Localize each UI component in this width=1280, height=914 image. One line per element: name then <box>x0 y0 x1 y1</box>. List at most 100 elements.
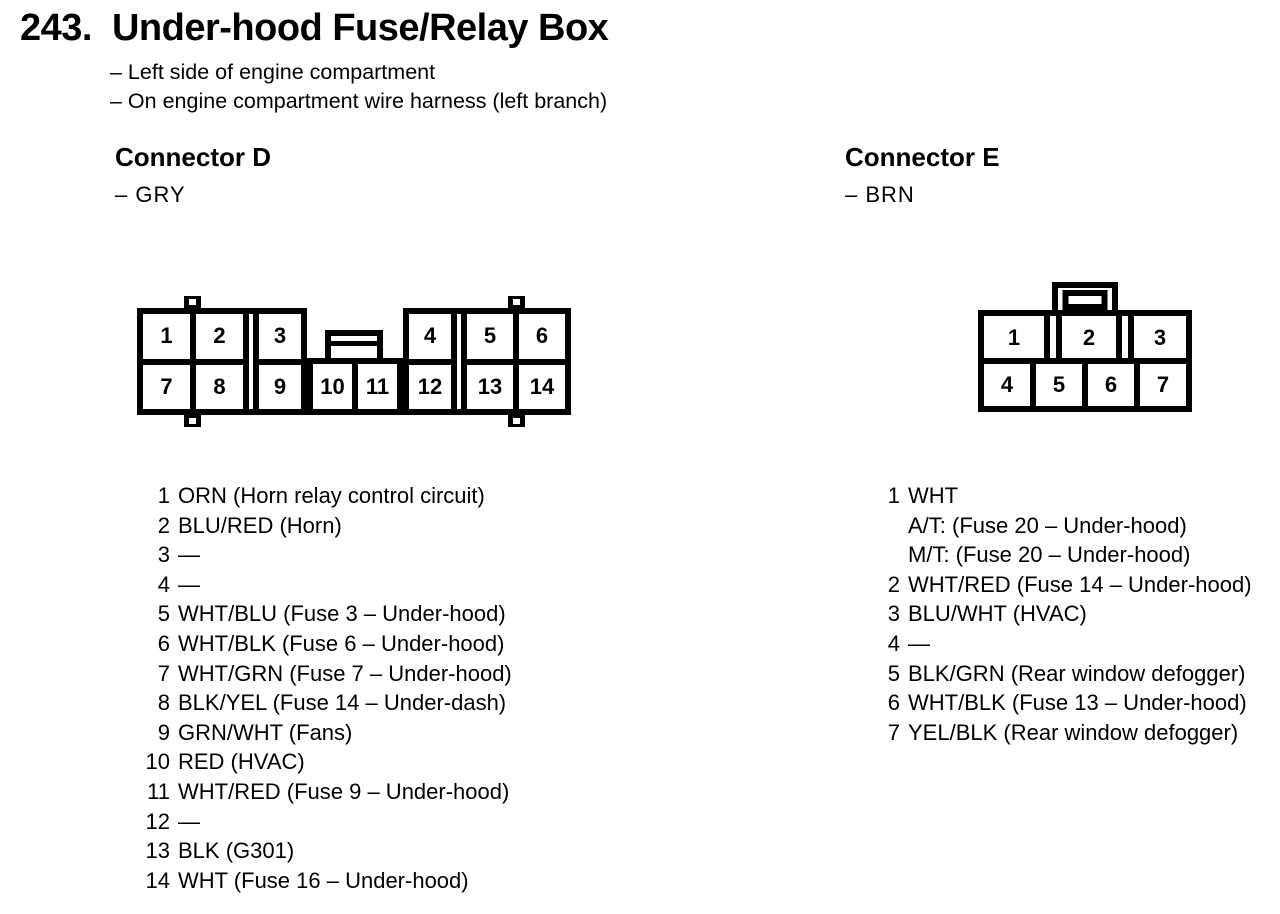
pin-row: 5 BLK/GRN (Rear window defogger) <box>868 659 1252 689</box>
pin-number: 1 <box>887 483 900 508</box>
pin-description: GRN/WHT (Fans) <box>178 719 353 745</box>
latch-bar <box>331 341 377 346</box>
pin-description: BLK/GRN (Rear window defogger) <box>908 660 1246 686</box>
pin-row: 1 ORN (Horn relay control circuit) <box>138 481 512 511</box>
pin-description: RED (HVAC) <box>178 749 305 775</box>
e-cavity-7: 7 <box>1140 364 1186 406</box>
pin-row: 6 WHT/BLK (Fuse 13 – Under-hood) <box>868 688 1252 718</box>
pin-description: WHT/RED (Fuse 14 – Under-hood) <box>908 571 1252 597</box>
pin-row: 11 WHT/RED (Fuse 9 – Under-hood) <box>138 777 512 807</box>
pin-description: ORN (Horn relay control circuit) <box>178 483 485 508</box>
connector-e-block-2: 2 <box>1056 310 1122 366</box>
pin-description: WHT/GRN (Fuse 7 – Under-hood) <box>178 660 512 686</box>
location-line-1: – Left side of engine compartment <box>110 60 436 84</box>
d-cavity-9: 9 <box>259 364 301 409</box>
pin-description: WHT/BLK (Fuse 6 – Under-hood) <box>178 630 505 656</box>
pin-description-line: A/T: (Fuse 20 – Under-hood) <box>908 512 1187 538</box>
e-cavity-5: 5 <box>1036 364 1082 406</box>
e-cavity-4: 4 <box>984 364 1030 406</box>
pin-description: WHT (Fuse 16 – Under-hood) <box>178 867 469 893</box>
pin-row: 12— <box>138 807 512 837</box>
d-cavity-1: 1 <box>143 314 190 359</box>
pin-number: 10 <box>145 749 170 775</box>
pin-number: 13 <box>145 838 170 864</box>
d-cavity-13: 13 <box>467 364 513 409</box>
connector-e-bottom-row: 4 5 6 7 <box>978 358 1192 412</box>
pin-number: 4 <box>887 630 900 656</box>
d-cavity-2: 2 <box>196 314 243 359</box>
location-line-2: – On engine compartment wire harness (le… <box>110 89 608 113</box>
connector-e-block-1: 1 <box>978 310 1050 366</box>
pin-description: YEL/BLK (Rear window defogger) <box>908 719 1239 745</box>
pin-description: WHT/BLK (Fuse 13 – Under-hood) <box>908 690 1247 716</box>
pin-number: 2 <box>887 571 900 597</box>
d-cavity-10: 10 <box>313 364 352 409</box>
latch-inner <box>1062 290 1108 310</box>
pin-description: — <box>178 542 200 568</box>
tab-hole <box>513 418 520 424</box>
pin-number: 7 <box>157 660 170 686</box>
pin-description: BLK/YEL (Fuse 14 – Under-dash) <box>178 690 507 716</box>
pin-description: — <box>908 630 930 656</box>
d-cavity-6: 6 <box>519 314 565 359</box>
tab-hole <box>513 299 520 305</box>
tab-hole <box>189 299 196 305</box>
section-number: 243. <box>20 7 92 49</box>
pin-row: 1 WHT A/T: (Fuse 20 – Under-hood) M/T: (… <box>868 481 1252 570</box>
d-cavity-4: 4 <box>409 314 451 359</box>
pin-number: 2 <box>157 512 170 538</box>
connector-d-pin-list: 1 ORN (Horn relay control circuit) 2 BLU/R… <box>138 481 512 895</box>
pin-number: 1 <box>157 483 170 508</box>
d-cavity-11: 11 <box>358 364 397 409</box>
pin-description: WHT A/T: (Fuse 20 – Under-hood) M/T: (Fu… <box>908 481 1190 570</box>
d-cavity-3: 3 <box>259 314 301 359</box>
pin-description-line: WHT <box>908 483 959 508</box>
pin-description: WHT/RED (Fuse 9 – Under-hood) <box>178 778 510 804</box>
connector-d-latch <box>325 330 383 364</box>
pin-description: — <box>178 808 200 834</box>
pin-row: 6 WHT/BLK (Fuse 6 – Under-hood) <box>138 629 512 659</box>
pin-row: 4— <box>868 629 1252 659</box>
pin-number: 5 <box>157 601 170 627</box>
connector-d-color-label: – GRY <box>115 182 186 207</box>
connector-d-heading: Connector D <box>115 142 271 172</box>
connector-d-block-center: 10 11 <box>307 358 403 415</box>
pin-description: WHT/BLU (Fuse 3 – Under-hood) <box>178 601 506 627</box>
frame-edge <box>978 310 1192 316</box>
connector-e-color-label: – BRN <box>845 182 915 207</box>
tab-hole <box>189 418 196 424</box>
pin-number: 6 <box>157 630 170 656</box>
connector-d-block-mid-left: 3 9 <box>253 308 307 415</box>
pin-number: 5 <box>887 660 900 686</box>
location-note: – Left side of engine compartment – On e… <box>110 58 607 116</box>
pin-number: 6 <box>887 690 900 716</box>
pin-number: 11 <box>147 778 170 804</box>
pin-description: — <box>178 571 200 597</box>
connector-e-heading: Connector E <box>845 142 1000 172</box>
pin-number: 9 <box>157 719 170 745</box>
connector-d-diagram: 1 2 7 8 3 9 10 11 4 12 5 6 13 14 <box>137 296 571 427</box>
pin-row: 7 WHT/GRN (Fuse 7 – Under-hood) <box>138 659 512 689</box>
pin-row: 3— <box>138 540 512 570</box>
e-cavity-2: 2 <box>1062 316 1116 360</box>
e-cavity-3: 3 <box>1134 316 1186 360</box>
pin-description: BLU/RED (Horn) <box>178 512 342 538</box>
pin-row: 2 BLU/RED (Horn) <box>138 511 512 541</box>
section-title: Under-hood Fuse/Relay Box <box>111 7 609 49</box>
pin-row: 5 WHT/BLU (Fuse 3 – Under-hood) <box>138 599 512 629</box>
connector-e-pin-list: 1 WHT A/T: (Fuse 20 – Under-hood) M/T: (… <box>868 481 1252 747</box>
frame-edge <box>137 409 571 415</box>
pin-row: 4— <box>138 570 512 600</box>
e-cavity-6: 6 <box>1088 364 1134 406</box>
e-cavity-1: 1 <box>984 316 1044 360</box>
pin-number: 3 <box>157 542 170 568</box>
page-title: 243. Under-hood Fuse/Relay Box <box>20 7 609 50</box>
pin-number: 4 <box>157 571 170 597</box>
pin-row: 9 GRN/WHT (Fans) <box>138 718 512 748</box>
connector-d-block-left: 1 2 7 8 <box>137 308 249 415</box>
